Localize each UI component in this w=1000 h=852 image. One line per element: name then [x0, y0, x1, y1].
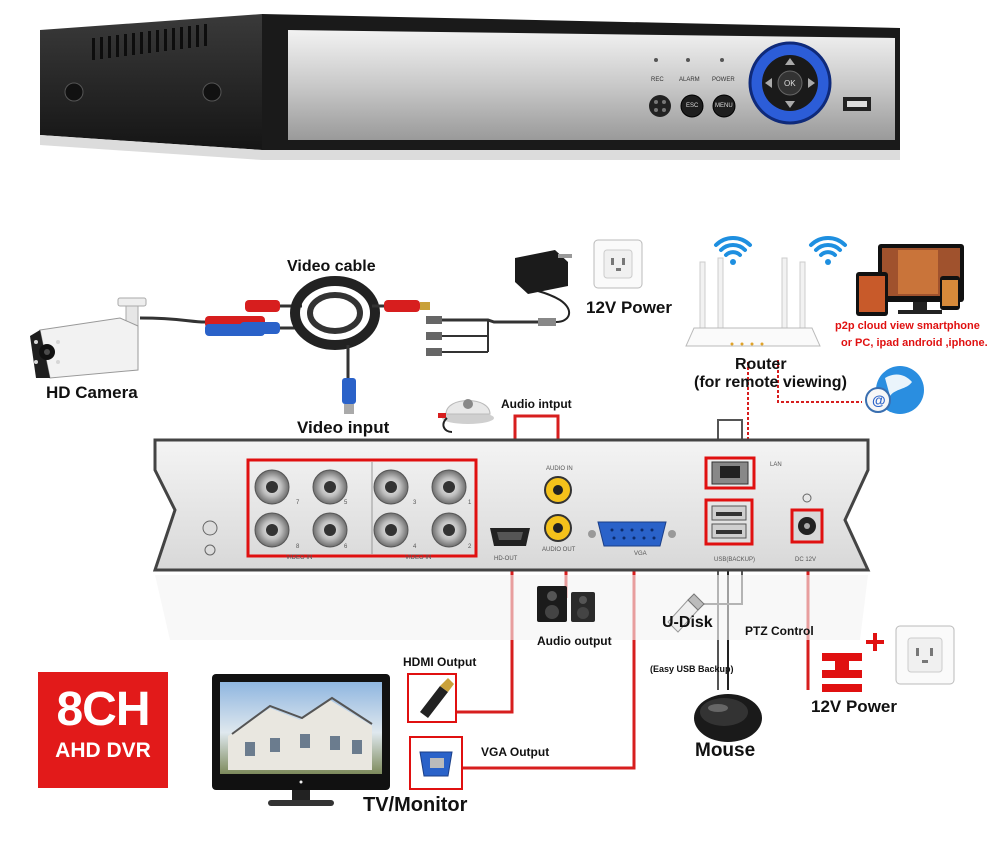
- video-in-label: VIDEO IN: [405, 555, 432, 561]
- svg-text:@: @: [872, 392, 886, 408]
- video-in-label: VIDEO IN: [286, 555, 313, 561]
- dc-power-symbol: [822, 633, 884, 692]
- product-badge: 8CH AHD DVR: [38, 672, 168, 788]
- esc-label: ESC: [686, 103, 699, 109]
- audio-in-label: AUDIO IN: [546, 466, 573, 472]
- nav-arrows: [765, 58, 815, 108]
- channel-label: 2: [468, 544, 472, 550]
- hd-out-label: HD-OUT: [494, 556, 518, 562]
- router-sub-label: (for remote viewing): [694, 374, 847, 391]
- dvr-side-body: [40, 14, 262, 150]
- badge-type: AHD DVR: [55, 739, 151, 762]
- dvr-screw-hole: [202, 82, 222, 102]
- wall-outlet-bottom: [895, 625, 955, 685]
- vga-port: [597, 521, 667, 547]
- alarm-label: ALARM: [679, 77, 700, 83]
- channel-label: 1: [468, 500, 472, 506]
- mouse-icon: [694, 694, 762, 742]
- hd-camera: [30, 297, 147, 379]
- power-bottom-label: 12V Power: [811, 697, 897, 716]
- video-input-plug: [342, 378, 356, 404]
- dvr-screw-hole: [64, 82, 84, 102]
- vga-connector-icon: [409, 736, 463, 790]
- badge-channels: 8CH: [56, 683, 150, 736]
- power-adapter-top: [515, 250, 572, 294]
- hdmi-output-label: HDMI Output: [403, 655, 477, 669]
- esc-button: [680, 94, 704, 118]
- bnc-connectors: [254, 469, 467, 548]
- dvr-front-panel: [288, 30, 895, 140]
- usb-highlight: [704, 498, 754, 546]
- speakers-icon: [537, 586, 595, 622]
- microphone-icon: [438, 399, 494, 433]
- dvr-base-reflection: [40, 135, 900, 160]
- video-cable-coil: [290, 276, 380, 350]
- dc-label: DC 12V: [795, 557, 817, 563]
- channel-label: 3: [413, 500, 417, 506]
- video-input-label: Video input: [297, 418, 390, 437]
- tv-monitor: [212, 674, 390, 806]
- lan-label: LAN: [770, 462, 782, 468]
- tv-monitor-label: TV/Monitor: [363, 794, 468, 816]
- udisk-icon: [667, 593, 705, 633]
- dvr-vent-slots: [92, 24, 207, 60]
- channel-label: 5: [344, 500, 348, 506]
- wall-outlet-top: [593, 239, 643, 289]
- ok-label: OK: [784, 79, 796, 88]
- menu-label: MENU: [715, 103, 733, 109]
- mouse-label: Mouse: [695, 740, 756, 761]
- hd-camera-label: HD Camera: [46, 383, 138, 402]
- vga-output-label: VGA Output: [481, 745, 550, 759]
- rec-label: REC: [651, 77, 664, 83]
- hdmi-connector-icon: [407, 673, 457, 723]
- udisk-sub-label: (Easy USB Backup): [650, 664, 734, 674]
- audio-out-label: AUDIO OUT: [542, 547, 576, 553]
- channel-label: 7: [296, 500, 300, 506]
- dvr-front-unit: [40, 14, 900, 160]
- p2p-sub-label: or PC, ipad android ,iphone.: [841, 337, 988, 349]
- power-label: POWER: [712, 77, 735, 83]
- menu-button: [712, 94, 736, 118]
- audio-input-label: Audio intput: [501, 397, 572, 411]
- wifi-icon: [714, 235, 752, 265]
- usb-label: USB(BACKUP): [714, 557, 756, 563]
- dvr-rear-panel: [152, 438, 871, 640]
- channel-label: 8: [296, 544, 300, 550]
- wifi-icon: [809, 235, 847, 265]
- channel-label: 4: [413, 544, 417, 550]
- lan-highlight: [704, 456, 756, 490]
- router: [685, 257, 821, 347]
- ptz-label: PTZ Control: [745, 624, 814, 638]
- ground-screw: [202, 520, 218, 536]
- power-top-label: 12V Power: [586, 298, 672, 317]
- ok-button: [777, 70, 803, 96]
- ir-receiver: [649, 95, 671, 117]
- udisk-label: U-Disk: [662, 614, 713, 631]
- video-in-highlight: [246, 458, 478, 558]
- internet-globe-icon: @: [865, 366, 924, 414]
- remote-devices-icon: [856, 244, 964, 316]
- vga-label: VGA: [634, 551, 647, 557]
- video-cable-label: Video cable: [287, 258, 376, 275]
- router-label: Router: [735, 356, 787, 373]
- p2p-label: p2p cloud view smartphone: [835, 320, 980, 332]
- audio-output-label: Audio output: [537, 634, 612, 648]
- channel-label: 6: [344, 544, 348, 550]
